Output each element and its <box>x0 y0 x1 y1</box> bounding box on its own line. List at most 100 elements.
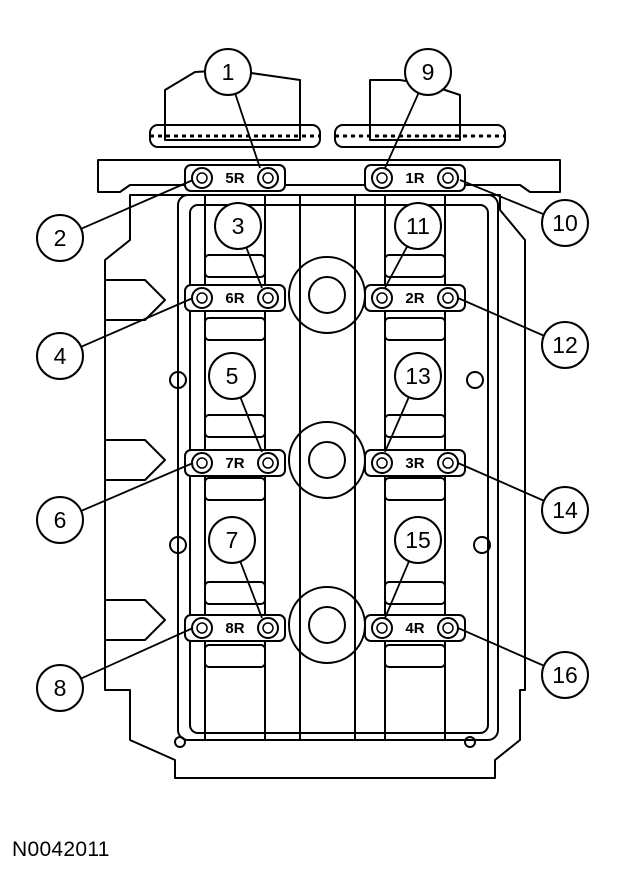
leader-line <box>234 93 261 169</box>
cap-bolt <box>257 452 279 474</box>
callout-number: 11 <box>406 213 430 239</box>
bearing-cap: 8R <box>184 614 286 642</box>
front-cover <box>97 159 561 193</box>
figure-id: N0042011 <box>12 838 110 861</box>
callout-circle <box>541 199 589 247</box>
cap-bolt <box>437 452 459 474</box>
cam-phaser-right <box>369 79 461 141</box>
callout-5: 5 <box>208 352 263 453</box>
leader-line <box>384 396 410 453</box>
callout-circle <box>404 48 452 96</box>
callout-2: 2 <box>36 179 194 262</box>
callout-number: 7 <box>226 527 239 553</box>
inner-frame <box>177 194 499 741</box>
callout-number: 8 <box>54 675 67 701</box>
leader-line <box>457 297 545 337</box>
callout-11: 11 <box>384 202 442 289</box>
cam-lobes <box>204 254 446 668</box>
callout-circle <box>394 352 442 400</box>
callout-number: 6 <box>54 507 67 533</box>
leader-line <box>80 627 194 680</box>
callout-circle <box>36 664 84 712</box>
bearing-cap: 6R <box>184 284 286 312</box>
leader-line <box>239 397 263 453</box>
callout-3: 3 <box>214 202 263 289</box>
callout-number: 10 <box>552 210 578 236</box>
leader-line <box>457 627 545 667</box>
callout-circle <box>36 332 84 380</box>
callout-number: 9 <box>422 59 435 85</box>
cap-bolt <box>371 287 393 309</box>
bearing-cap: 3R <box>364 449 466 477</box>
cap-label: 5R <box>225 170 244 187</box>
callout-number: 3 <box>232 213 245 239</box>
cap-label: 7R <box>225 455 244 472</box>
cap-bolt <box>371 167 393 189</box>
leader-line <box>459 179 545 216</box>
leader-line <box>384 92 420 169</box>
callout-circle <box>36 496 84 544</box>
bearing-cap: 4R <box>364 614 466 642</box>
cap-bolt <box>371 617 393 639</box>
callout-circle <box>208 516 256 564</box>
callout-number: 13 <box>405 363 431 389</box>
callout-number: 12 <box>552 332 578 358</box>
callout-number: 1 <box>222 59 235 85</box>
leader-line <box>457 462 545 502</box>
leader-line <box>80 462 194 512</box>
cap-label: 3R <box>405 455 424 472</box>
callout-6: 6 <box>36 462 194 544</box>
bearing-cap: 1R <box>364 164 466 192</box>
cap-bolt <box>191 167 213 189</box>
cap-bolt <box>257 167 279 189</box>
leader-line <box>384 560 410 619</box>
leader-line <box>245 247 263 289</box>
callout-number: 16 <box>552 662 578 688</box>
bearing-cap: 2R <box>364 284 466 312</box>
callout-4: 4 <box>36 297 194 380</box>
callout-16: 16 <box>457 627 589 699</box>
callout-15: 15 <box>384 516 442 619</box>
callout-1: 1 <box>204 48 261 169</box>
cap-bolt <box>191 617 213 639</box>
leader-line <box>384 245 408 289</box>
side-ports <box>105 279 491 748</box>
cap-bolt <box>257 617 279 639</box>
callout-circle <box>214 202 262 250</box>
callout-circle <box>541 321 589 369</box>
callout-9: 9 <box>384 48 452 169</box>
callout-12: 12 <box>457 297 589 369</box>
callout-13: 13 <box>384 352 442 453</box>
callout-number: 5 <box>226 363 239 389</box>
cap-bolt <box>191 452 213 474</box>
callout-number: 15 <box>405 527 431 553</box>
cap-label: 1R <box>405 170 424 187</box>
cap-label: 8R <box>225 620 244 637</box>
bearing-cap: 7R <box>184 449 286 477</box>
cam-phaser-left <box>164 69 301 141</box>
callout-circle <box>208 352 256 400</box>
callout-circle <box>394 202 442 250</box>
callout-14: 14 <box>457 462 589 534</box>
callout-number: 4 <box>54 343 67 369</box>
cap-bolt <box>257 287 279 309</box>
bearing-cap: 5R <box>184 164 286 192</box>
leader-line <box>80 297 194 348</box>
cap-bolt <box>437 287 459 309</box>
callout-7: 7 <box>208 516 263 619</box>
cap-bolt <box>371 452 393 474</box>
cap-label: 6R <box>225 290 244 307</box>
callout-circle <box>394 516 442 564</box>
leader-line <box>239 561 263 619</box>
cap-bolt <box>437 617 459 639</box>
callout-10: 10 <box>459 179 589 247</box>
leader-line <box>80 179 194 230</box>
callout-circle <box>204 48 252 96</box>
cap-label: 4R <box>405 620 424 637</box>
cap-bolt <box>191 287 213 309</box>
callout-number: 14 <box>552 497 578 523</box>
callout-number: 2 <box>54 225 67 251</box>
callout-8: 8 <box>36 627 194 712</box>
callout-circle <box>541 486 589 534</box>
